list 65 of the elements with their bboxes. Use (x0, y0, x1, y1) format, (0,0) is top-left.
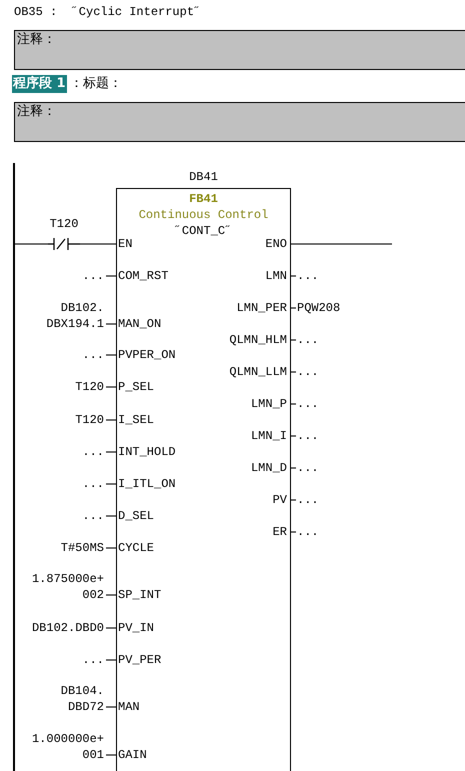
pin-label: ER (200, 524, 290, 540)
pin-label: QLMN_LLM (200, 364, 290, 380)
parameter-value: ... (297, 524, 319, 540)
pin-label: INT_HOLD (117, 444, 197, 460)
parameter-value: ... (297, 268, 319, 284)
parameter-value: ... (297, 396, 319, 412)
pin-label: LMN_P (200, 396, 290, 412)
parameter-value: ... (82, 268, 106, 284)
pin-label: GAIN (117, 747, 197, 763)
parameter-value: ... (297, 460, 319, 476)
parameter-value: 1.875000e+ 002 (32, 571, 106, 603)
pin-label: LMN_I (200, 428, 290, 444)
connection-line (106, 594, 116, 596)
parameter-value: ... (297, 492, 319, 508)
comment-box (14, 30, 465, 70)
parameter-value: ... (82, 347, 106, 363)
pin-label: ENO (200, 236, 290, 252)
comment-box (14, 102, 465, 142)
network-title: ：标题： (70, 75, 122, 93)
parameter-value: ... (297, 364, 319, 380)
network-number: 程序段 1 (12, 75, 67, 93)
contact-label: T120 (48, 216, 80, 232)
pin-label: PV (200, 492, 290, 508)
pin-label: I_ITL_ON (117, 476, 197, 492)
pin-label: PV_PER (117, 652, 197, 668)
parameter-value: PQW208 (297, 300, 340, 316)
block-name: ˝CONT_C˝ (174, 223, 234, 239)
parameter-value: T120 (75, 379, 106, 395)
pin-label: EN (117, 236, 197, 252)
pin-label: LMN_D (200, 460, 290, 476)
parameter-value: DB102. DBX194.1 (46, 300, 106, 332)
parameter-value: DB104. DBD72 (60, 683, 106, 715)
parameter-value: T#50MS (60, 540, 106, 556)
parameter-value: ... (82, 508, 106, 524)
instance-db-label: DB41 (188, 169, 219, 185)
parameter-value: ... (82, 652, 106, 668)
pin-label: SP_INT (117, 587, 197, 603)
pin-label: LMN (200, 268, 290, 284)
pin-label: MAN (117, 699, 197, 715)
pin-label: CYCLE (117, 540, 197, 556)
parameter-value: 1.000000e+ 001 (32, 731, 106, 763)
program-title: OB35 : ˝Cyclic Interrupt˝ (14, 4, 202, 20)
parameter-value: ... (297, 428, 319, 444)
pin-label: COM_RST (117, 268, 197, 284)
pin-label: MAN_ON (117, 316, 197, 332)
pin-label: P_SEL (117, 379, 197, 395)
connection-line (106, 706, 116, 708)
block-description: Continuous Control (138, 207, 270, 223)
parameter-value: T120 (75, 412, 106, 428)
parameter-value: ... (297, 332, 319, 348)
pin-label: LMN_PER (200, 300, 290, 316)
parameter-value: ... (82, 444, 106, 460)
pin-label: I_SEL (117, 412, 197, 428)
parameter-value: DB102.DBD0 (32, 620, 106, 636)
comment-label: 注释： (17, 104, 56, 120)
pin-label: QLMN_HLM (200, 332, 290, 348)
connection-line (106, 754, 116, 756)
connection-line (106, 386, 116, 388)
parameter-value: ... (82, 476, 106, 492)
block-number: FB41 (188, 191, 219, 207)
pin-label: PVPER_ON (117, 347, 197, 363)
pin-label: D_SEL (117, 508, 197, 524)
pin-label: PV_IN (117, 620, 197, 636)
comment-label: 注释： (17, 32, 56, 48)
connection-line (106, 354, 116, 356)
